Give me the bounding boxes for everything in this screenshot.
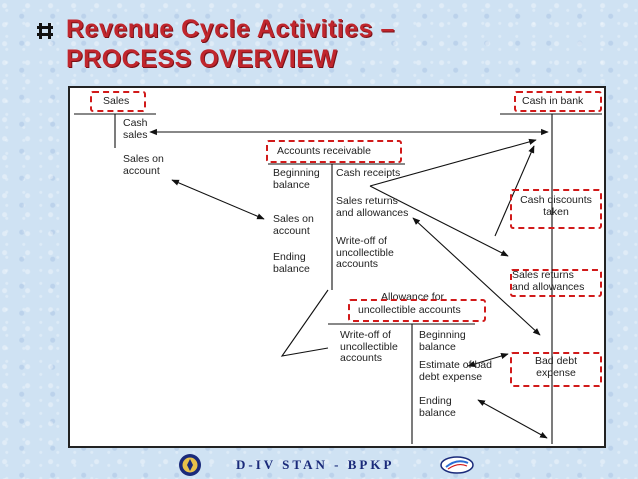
slide-title-line-2: PROCESS OVERVIEW (66, 45, 338, 73)
sales-highlight (90, 91, 146, 112)
ar-write-off: Write-off of uncollectible accounts (336, 235, 394, 270)
sales-cash-sales: Cash sales (123, 117, 148, 141)
bpkp-logo-icon (440, 456, 474, 474)
sales-on-account: Sales on account (123, 153, 164, 177)
allowance-highlight (348, 299, 486, 322)
process-diagram: Sales Cash sales Sales on account Cash i… (68, 86, 606, 448)
bad-debt-highlight (510, 352, 602, 387)
cash-discounts-title: Cash discounts taken (520, 194, 592, 218)
slide-title-line-1: Revenue Cycle Activities – (66, 15, 395, 43)
bad-debt-title: Bad debt expense (534, 355, 578, 379)
sales-returns-account-title: Sales returns and allowances (512, 269, 585, 293)
allowance-write-off: Write-off of uncollectible accounts (340, 329, 398, 364)
allowance-title-top: Allowance for (381, 291, 445, 303)
allowance-beginning-balance: Beginning balance (419, 329, 466, 353)
footer: D-IV STAN - BPKP (0, 452, 638, 479)
footer-text: D-IV STAN - BPKP (236, 457, 395, 472)
accounts-receivable-highlight (266, 140, 402, 163)
ar-cash-receipts: Cash receipts (336, 167, 401, 179)
cash-discounts-highlight (510, 189, 602, 229)
sales-account-title: Sales (103, 95, 130, 107)
slide-title: Revenue Cycle Activities – PROCESS OVERV… (66, 14, 395, 74)
allowance-estimate: Estimate of bad debt expense (419, 359, 492, 383)
square-bullet-icon (37, 23, 53, 39)
allowance-ending-balance: Ending balance (419, 395, 456, 419)
allowance-title: uncollectible accounts (358, 304, 461, 316)
cash-in-bank-title: Cash in bank (522, 95, 584, 107)
ar-ending-balance: Ending balance (273, 251, 310, 275)
ar-beginning-balance: Beginning balance (273, 167, 320, 191)
cash-in-bank-highlight (514, 91, 602, 112)
ar-sales-on-account: Sales on account (273, 213, 314, 237)
ar-sales-returns: Sales returns and allowances (336, 195, 409, 219)
stan-emblem-icon (179, 454, 201, 476)
sales-returns-highlight (510, 269, 602, 297)
accounts-receivable-title: Accounts receivable (277, 145, 371, 157)
diagram-lines (74, 113, 602, 444)
